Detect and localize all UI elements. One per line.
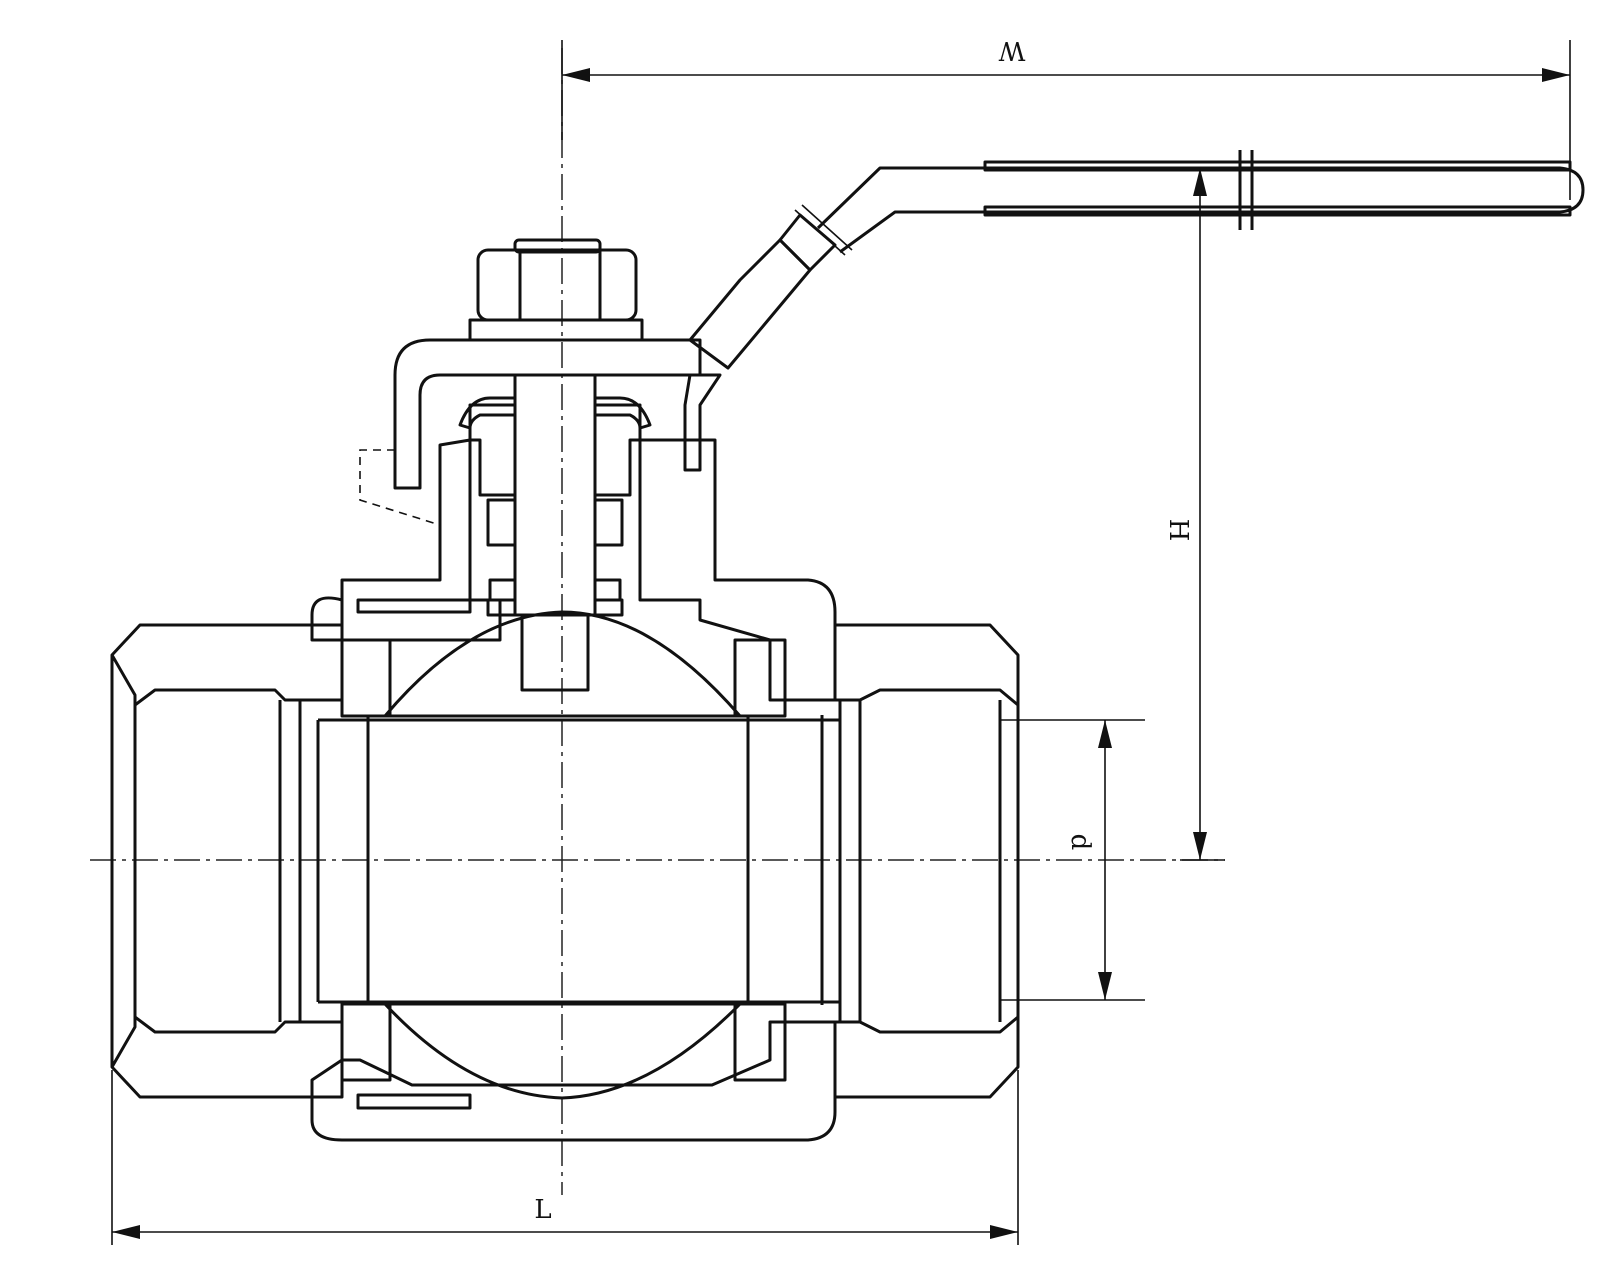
dimension-d: d: [1000, 719, 1145, 1001]
dimension-l-label: L: [534, 1195, 551, 1225]
dimension-w: W: [561, 35, 1571, 200]
right-end-cap: [820, 623, 1020, 1099]
dimension-d-label: d: [1065, 834, 1095, 851]
lever-handle: [688, 150, 1585, 370]
ball: [366, 610, 750, 1100]
dimension-h-label: H: [1163, 519, 1193, 542]
dimension-w-label: W: [998, 35, 1025, 65]
handle-plate: [359, 338, 722, 526]
stem: [486, 373, 624, 692]
left-end-cap: [110, 623, 344, 1099]
dimension-l: L: [111, 1070, 1019, 1245]
stem-packing: [458, 396, 652, 602]
seat-rings: [340, 638, 787, 1082]
dimension-h: H: [1163, 168, 1225, 861]
stem-nut: [468, 238, 644, 342]
valve-body: [310, 438, 837, 1142]
bore: [318, 718, 840, 1004]
